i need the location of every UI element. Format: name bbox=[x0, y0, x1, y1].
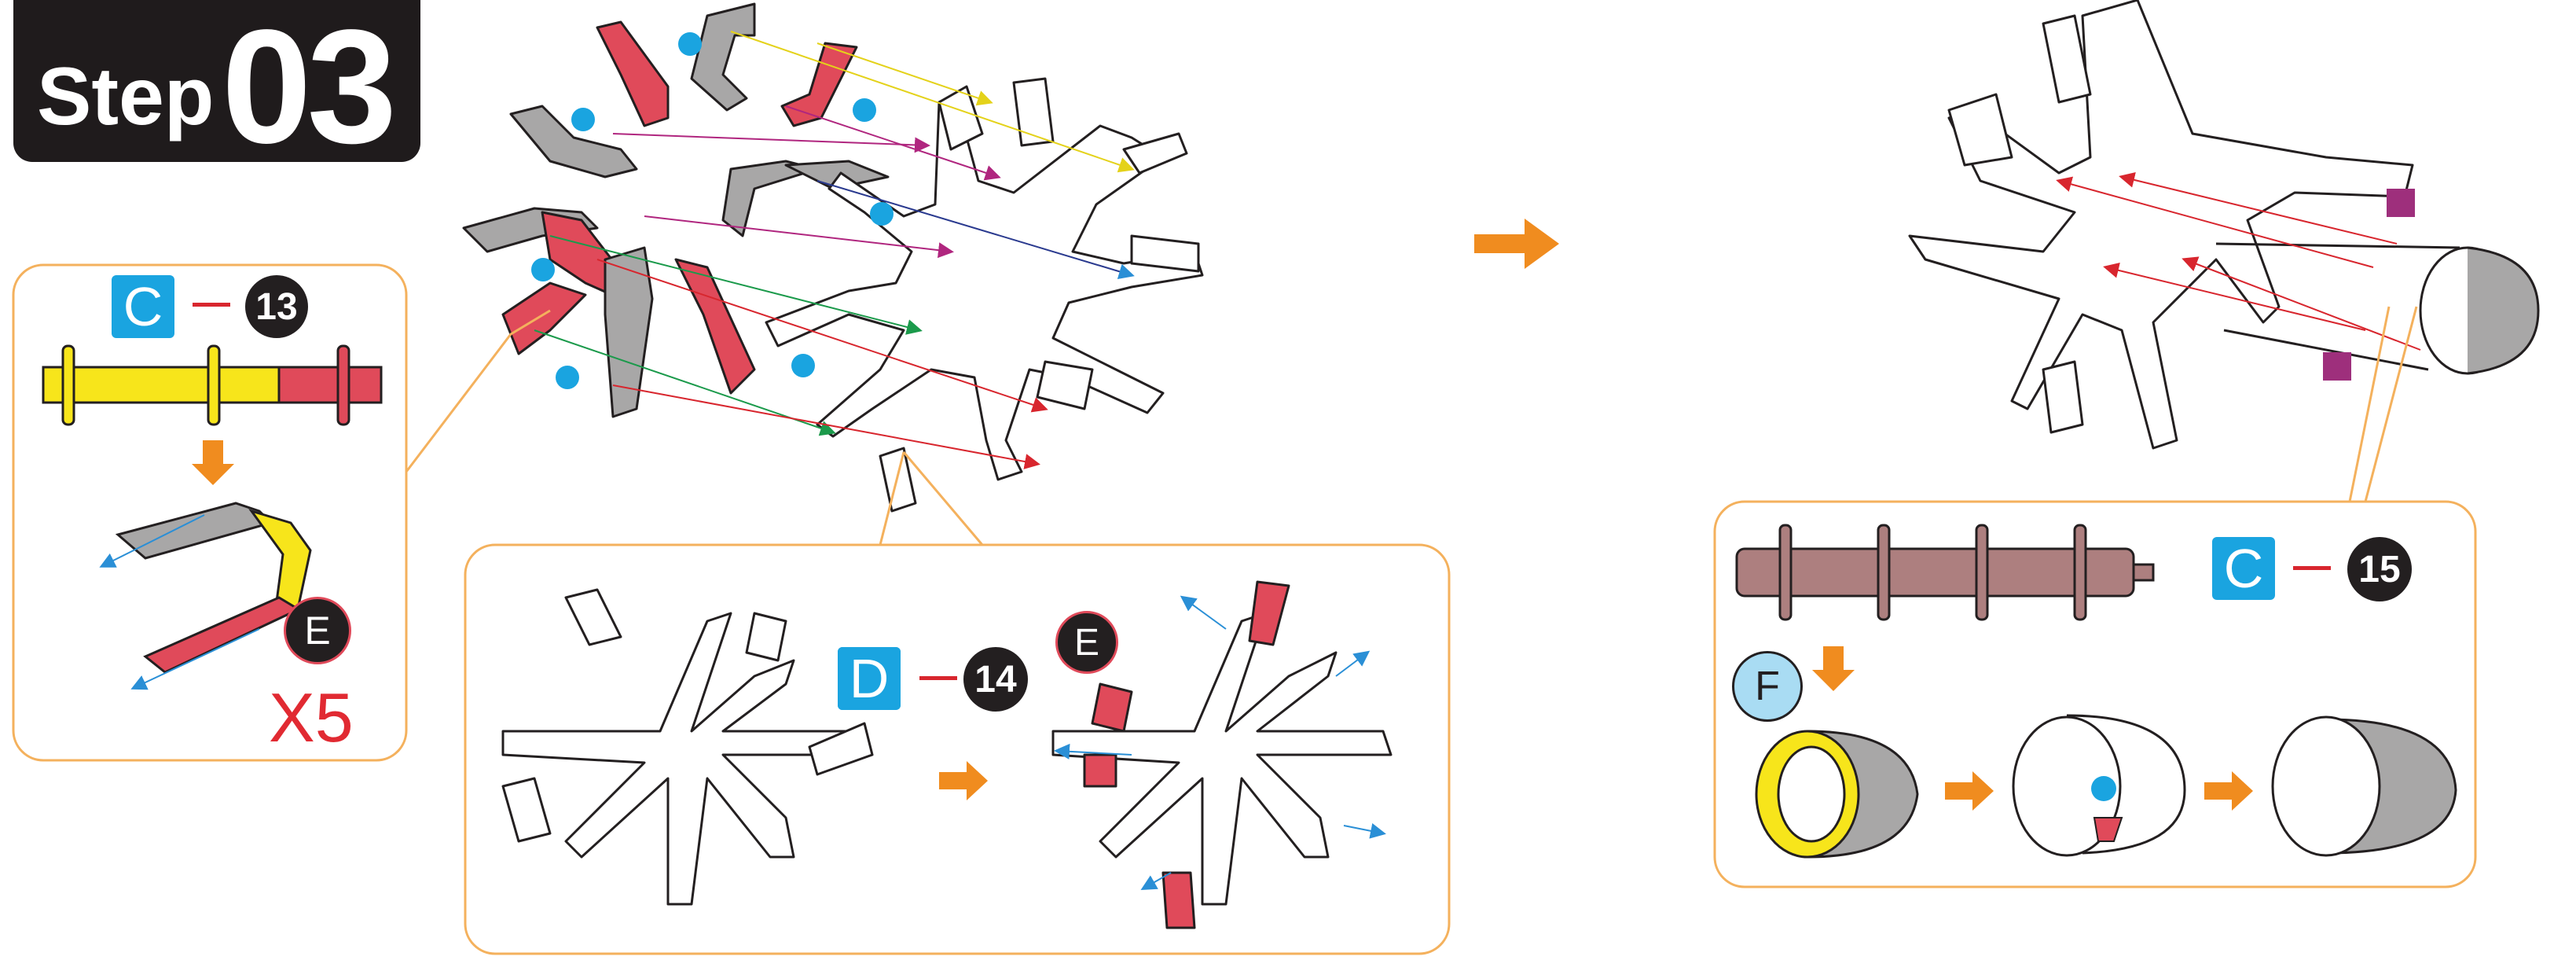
panel-c13-callout bbox=[405, 309, 551, 473]
ring-right bbox=[2215, 242, 2540, 375]
right-arrow-c15-2 bbox=[2204, 771, 2253, 811]
guide-c13-1 bbox=[99, 514, 205, 568]
gray-strip-2 bbox=[509, 105, 638, 178]
down-arrow-c15 bbox=[1812, 646, 1855, 691]
dash-c15 bbox=[2293, 566, 2331, 570]
gray-strip-4 bbox=[721, 160, 819, 237]
part-tag-c15: C bbox=[2212, 537, 2275, 600]
right-arrow-c15-1 bbox=[1945, 771, 1994, 811]
step-word: Step bbox=[37, 51, 215, 142]
gray-strip-6 bbox=[604, 246, 654, 418]
red-strip-2 bbox=[780, 42, 858, 127]
large-snowflake bbox=[765, 93, 1204, 481]
panel-d14-callout bbox=[902, 451, 984, 546]
inner-flake-arm-4 bbox=[1130, 234, 1200, 273]
panel-c15-callout bbox=[2364, 306, 2418, 502]
dash-c13 bbox=[193, 303, 230, 307]
red-strip-1 bbox=[596, 20, 670, 127]
guides-d14 bbox=[1054, 595, 1386, 890]
ring-middle bbox=[2012, 714, 2186, 857]
magenta-marker-1 bbox=[2387, 189, 2415, 217]
red-strip-4 bbox=[501, 281, 587, 355]
guide-c13-2 bbox=[130, 628, 260, 690]
step-badge: Step 03 bbox=[13, 0, 420, 177]
strip-c15-flat bbox=[1735, 524, 2155, 621]
inset-letter-c15: F bbox=[1732, 651, 1803, 722]
part-tag-d14: D bbox=[838, 647, 901, 710]
part-number-c13: 13 bbox=[245, 275, 308, 338]
right-arrow-main bbox=[1474, 219, 1559, 269]
multiplier-c13: X5 bbox=[269, 679, 354, 756]
ring-final bbox=[2271, 715, 2457, 857]
strip-c13-flat bbox=[42, 344, 383, 426]
right-snowflake-assembly bbox=[1908, 0, 2414, 450]
guides-right bbox=[2056, 172, 2421, 351]
exploded-snowflake-assembly bbox=[462, 2, 1204, 513]
part-tag-c13: C bbox=[112, 275, 174, 338]
part-number-c15: 15 bbox=[2347, 537, 2412, 601]
right-arrow-d14 bbox=[939, 761, 988, 800]
red-strip-5 bbox=[674, 258, 756, 395]
gray-strip-1 bbox=[690, 2, 756, 112]
dash-d14 bbox=[919, 676, 957, 680]
snowflake-d14-before bbox=[501, 588, 874, 906]
snowflake-d14-after bbox=[1051, 580, 1393, 929]
placement-dots bbox=[531, 32, 894, 389]
inner-flake-arm-6 bbox=[1036, 360, 1094, 410]
ring-yellow bbox=[1755, 730, 1919, 859]
part-number-d14: 14 bbox=[963, 647, 1028, 712]
inset-letter-c13: E bbox=[284, 597, 351, 664]
placement-dot-c15 bbox=[2091, 776, 2116, 801]
step-number: 03 bbox=[222, 0, 397, 177]
magenta-marker-2 bbox=[2323, 352, 2351, 381]
down-arrow-c13 bbox=[192, 440, 234, 485]
inset-letter-d14: E bbox=[1055, 611, 1118, 674]
guide-lines bbox=[534, 31, 1135, 469]
red-marker-c15 bbox=[2093, 817, 2123, 842]
